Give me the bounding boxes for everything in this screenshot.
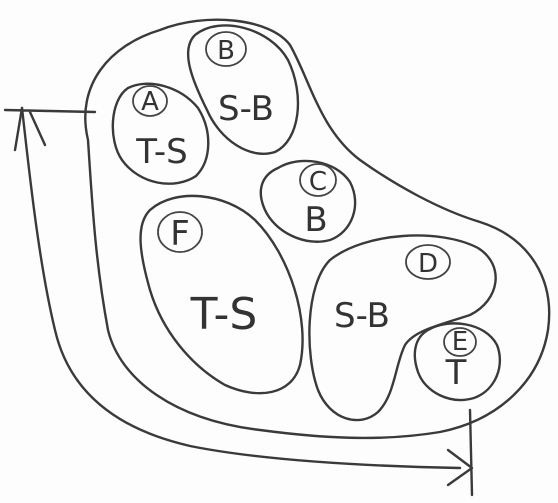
circle-e (443, 327, 477, 357)
node-b-letter: B (217, 36, 235, 66)
node-a-attr: T-S (135, 132, 188, 172)
region-e (413, 322, 502, 402)
region-d (308, 234, 497, 422)
node-f-attr: T-S (190, 289, 258, 340)
node-e-attr: T (445, 353, 467, 393)
circle-b (205, 31, 247, 67)
node-b-attr: S-B (218, 89, 274, 129)
vertical-axis-line (20, 106, 462, 470)
region-f (139, 194, 304, 395)
node-e-letter: E (452, 327, 468, 357)
node-f-letter: F (170, 214, 190, 254)
circle-c (299, 163, 337, 197)
outer-region (84, 18, 551, 440)
horizontal-arrowhead-icon (446, 408, 474, 497)
region-a (111, 82, 210, 185)
node-d-letter: D (418, 249, 438, 279)
node-a-letter: A (141, 87, 159, 117)
circle-f (157, 211, 203, 253)
region-b (186, 24, 300, 155)
circle-d (405, 244, 451, 280)
node-d-attr: S-B (334, 296, 390, 336)
node-c-letter: C (309, 167, 327, 197)
vertical-arrowhead-icon (3, 106, 97, 152)
region-c (259, 159, 357, 243)
node-c-attr: B (304, 200, 327, 240)
circle-a (132, 85, 168, 117)
